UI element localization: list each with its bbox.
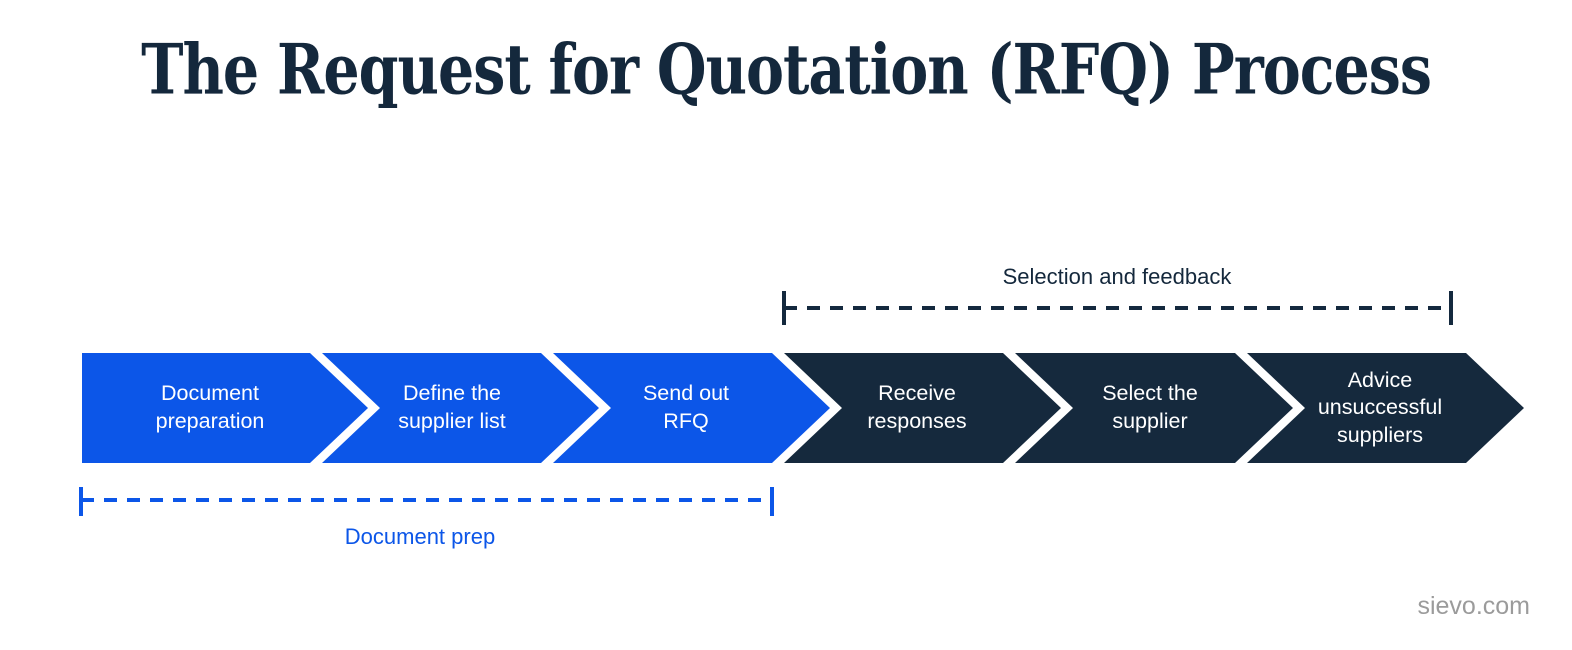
chevron-step-advice-unsuccessful-suppliers <box>1247 353 1524 463</box>
chevron-step-send-out-rfq <box>553 353 830 463</box>
page-title: The Request for Quotation (RFQ) Process <box>141 28 1432 111</box>
chevron-step-select-supplier <box>1015 353 1293 463</box>
chevron-step-receive-responses <box>784 353 1061 463</box>
step-label-receive-responses: Receive responses <box>867 381 967 433</box>
chevron-step-define-supplier-list <box>322 353 599 463</box>
document-prep-caption: Document prep <box>344 524 496 549</box>
sievo-watermark: sievo.com <box>1417 592 1530 620</box>
step-label-document-preparation: Document preparation <box>155 381 265 433</box>
step-label-define-supplier-list: Define the supplier list <box>398 381 506 433</box>
selection-feedback-bracket <box>782 291 1453 325</box>
chevron-step-document-preparation <box>82 353 368 463</box>
step-label-select-supplier: Select the supplier <box>1102 381 1198 433</box>
selection-feedback-caption: Selection and feedback <box>1002 264 1232 289</box>
step-label-send-out-rfq: Send out RFQ <box>642 381 730 433</box>
step-label-advice-unsuccessful-suppliers: Advice unsuccessful suppliers <box>1317 367 1443 447</box>
document-prep-bracket <box>79 487 774 516</box>
